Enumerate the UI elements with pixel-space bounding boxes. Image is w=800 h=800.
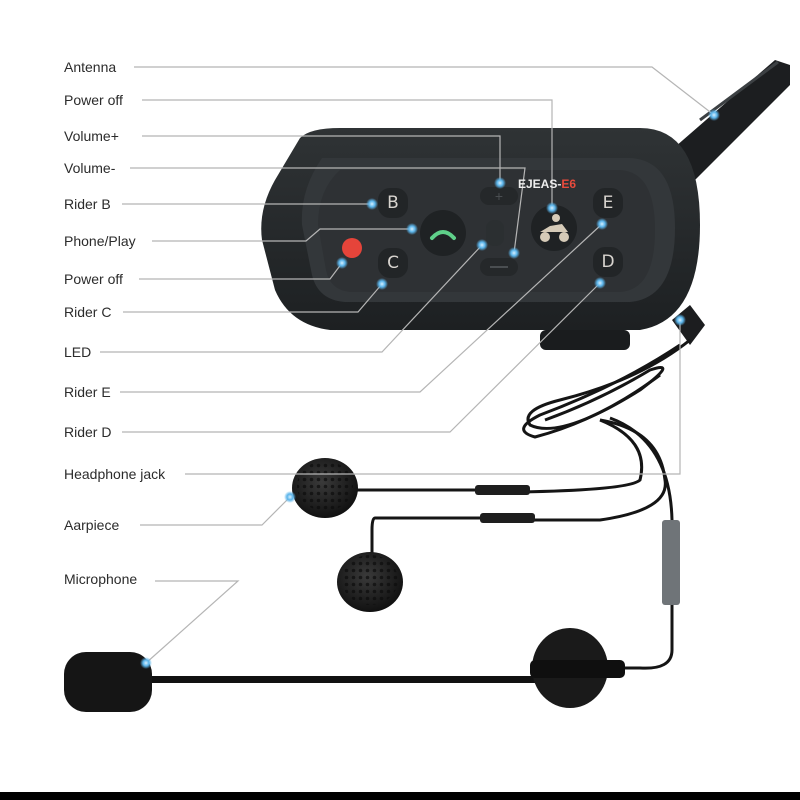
label-rider-d: Rider D: [64, 424, 112, 440]
label-volume-down: Volume-: [64, 160, 116, 176]
device-buttons: +: [342, 187, 623, 278]
earpiece-2: [337, 552, 403, 612]
label-headphone-jack: Headphone jack: [64, 466, 166, 482]
label-led: LED: [64, 344, 92, 360]
volume-up-button: [480, 187, 518, 205]
label-volume-up: Volume+: [64, 128, 119, 144]
callout-dots: [140, 109, 720, 669]
svg-text:+: +: [495, 188, 503, 204]
label-rider-e: Rider E: [64, 384, 111, 400]
connector-1: [475, 485, 530, 495]
label-power-off-top: Power off: [64, 92, 123, 108]
jack-connector: [662, 520, 680, 605]
brand-model: E6: [561, 177, 577, 191]
label-microphone: Microphone: [64, 571, 138, 587]
label-rider-c: Rider C: [64, 304, 112, 320]
label-rider-b: Rider B: [64, 196, 111, 212]
brand-prefix: EJEAS-: [518, 177, 562, 191]
rider-e-letter: E: [602, 193, 614, 213]
led-indicator: [486, 220, 504, 246]
label-earpiece: Aarpiece: [64, 517, 120, 533]
rider-d-letter: D: [601, 252, 615, 272]
leader-lines: [100, 66, 715, 664]
microphone-part: [64, 628, 625, 712]
motorcycle-icon: [540, 214, 569, 242]
intercom-device: [261, 128, 705, 350]
rider-b-letter: B: [387, 193, 399, 213]
earpiece-1: [292, 458, 358, 518]
label-power-off: Power off: [64, 271, 123, 287]
rider-c-letter: C: [387, 253, 399, 273]
brand-logo: EJEAS-E6: [518, 177, 576, 191]
power-button: [342, 238, 362, 258]
label-phone-play: Phone/Play: [64, 233, 136, 249]
cable-coil: [519, 338, 691, 670]
connector-2: [480, 513, 535, 523]
bottom-bar: [0, 792, 800, 800]
label-antenna: Antenna: [64, 59, 117, 75]
